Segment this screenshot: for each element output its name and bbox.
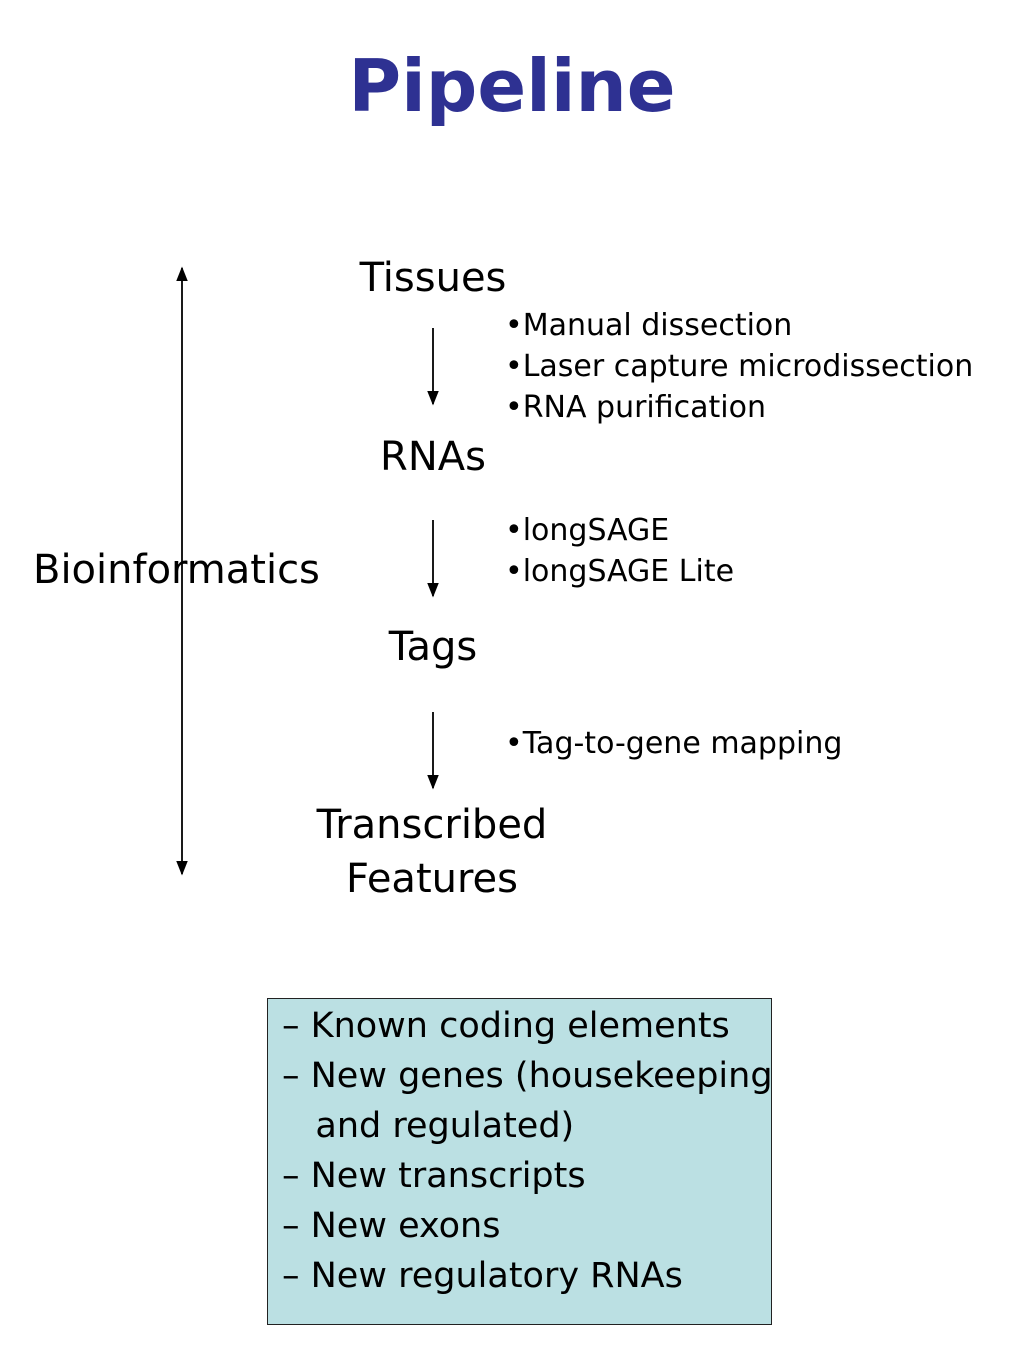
outcome-item: – New exons [282,1206,501,1246]
step-note: •Laser capture microdissection [505,349,974,384]
outcome-item: – New genes (housekeeping [282,1056,773,1096]
node-features-line: Features [346,856,518,902]
step-note: •Manual dissection [505,308,793,343]
node-tags: Tags [388,624,478,670]
outcome-item: and regulated) [282,1106,575,1146]
node-features-line: Transcribed [316,802,548,848]
step-note: •RNA purification [505,390,767,425]
outcome-item: – New transcripts [282,1156,586,1196]
node-tissues: Tissues [359,255,507,301]
bioinformatics-label: Bioinformatics [33,547,320,593]
step-note: •longSAGE [505,513,670,548]
outcome-item: – New regulatory RNAs [282,1256,683,1296]
step-note: •longSAGE Lite [505,554,735,589]
node-transcribed-features: Transcribed Features [262,798,602,906]
step-note: •Tag-to-gene mapping [505,726,843,761]
step-notes-rnas-tags: •longSAGE •longSAGE Lite [505,510,734,592]
step-notes-tags-features: •Tag-to-gene mapping [505,723,842,764]
page-title: Pipeline [348,44,676,128]
node-rnas: RNAs [380,434,486,480]
outcome-item: – Known coding elements [282,1006,730,1046]
step-notes-tissues-rnas: •Manual dissection •Laser capture microd… [505,305,973,428]
outcomes-box: – Known coding elements – New genes (hou… [267,998,773,1325]
